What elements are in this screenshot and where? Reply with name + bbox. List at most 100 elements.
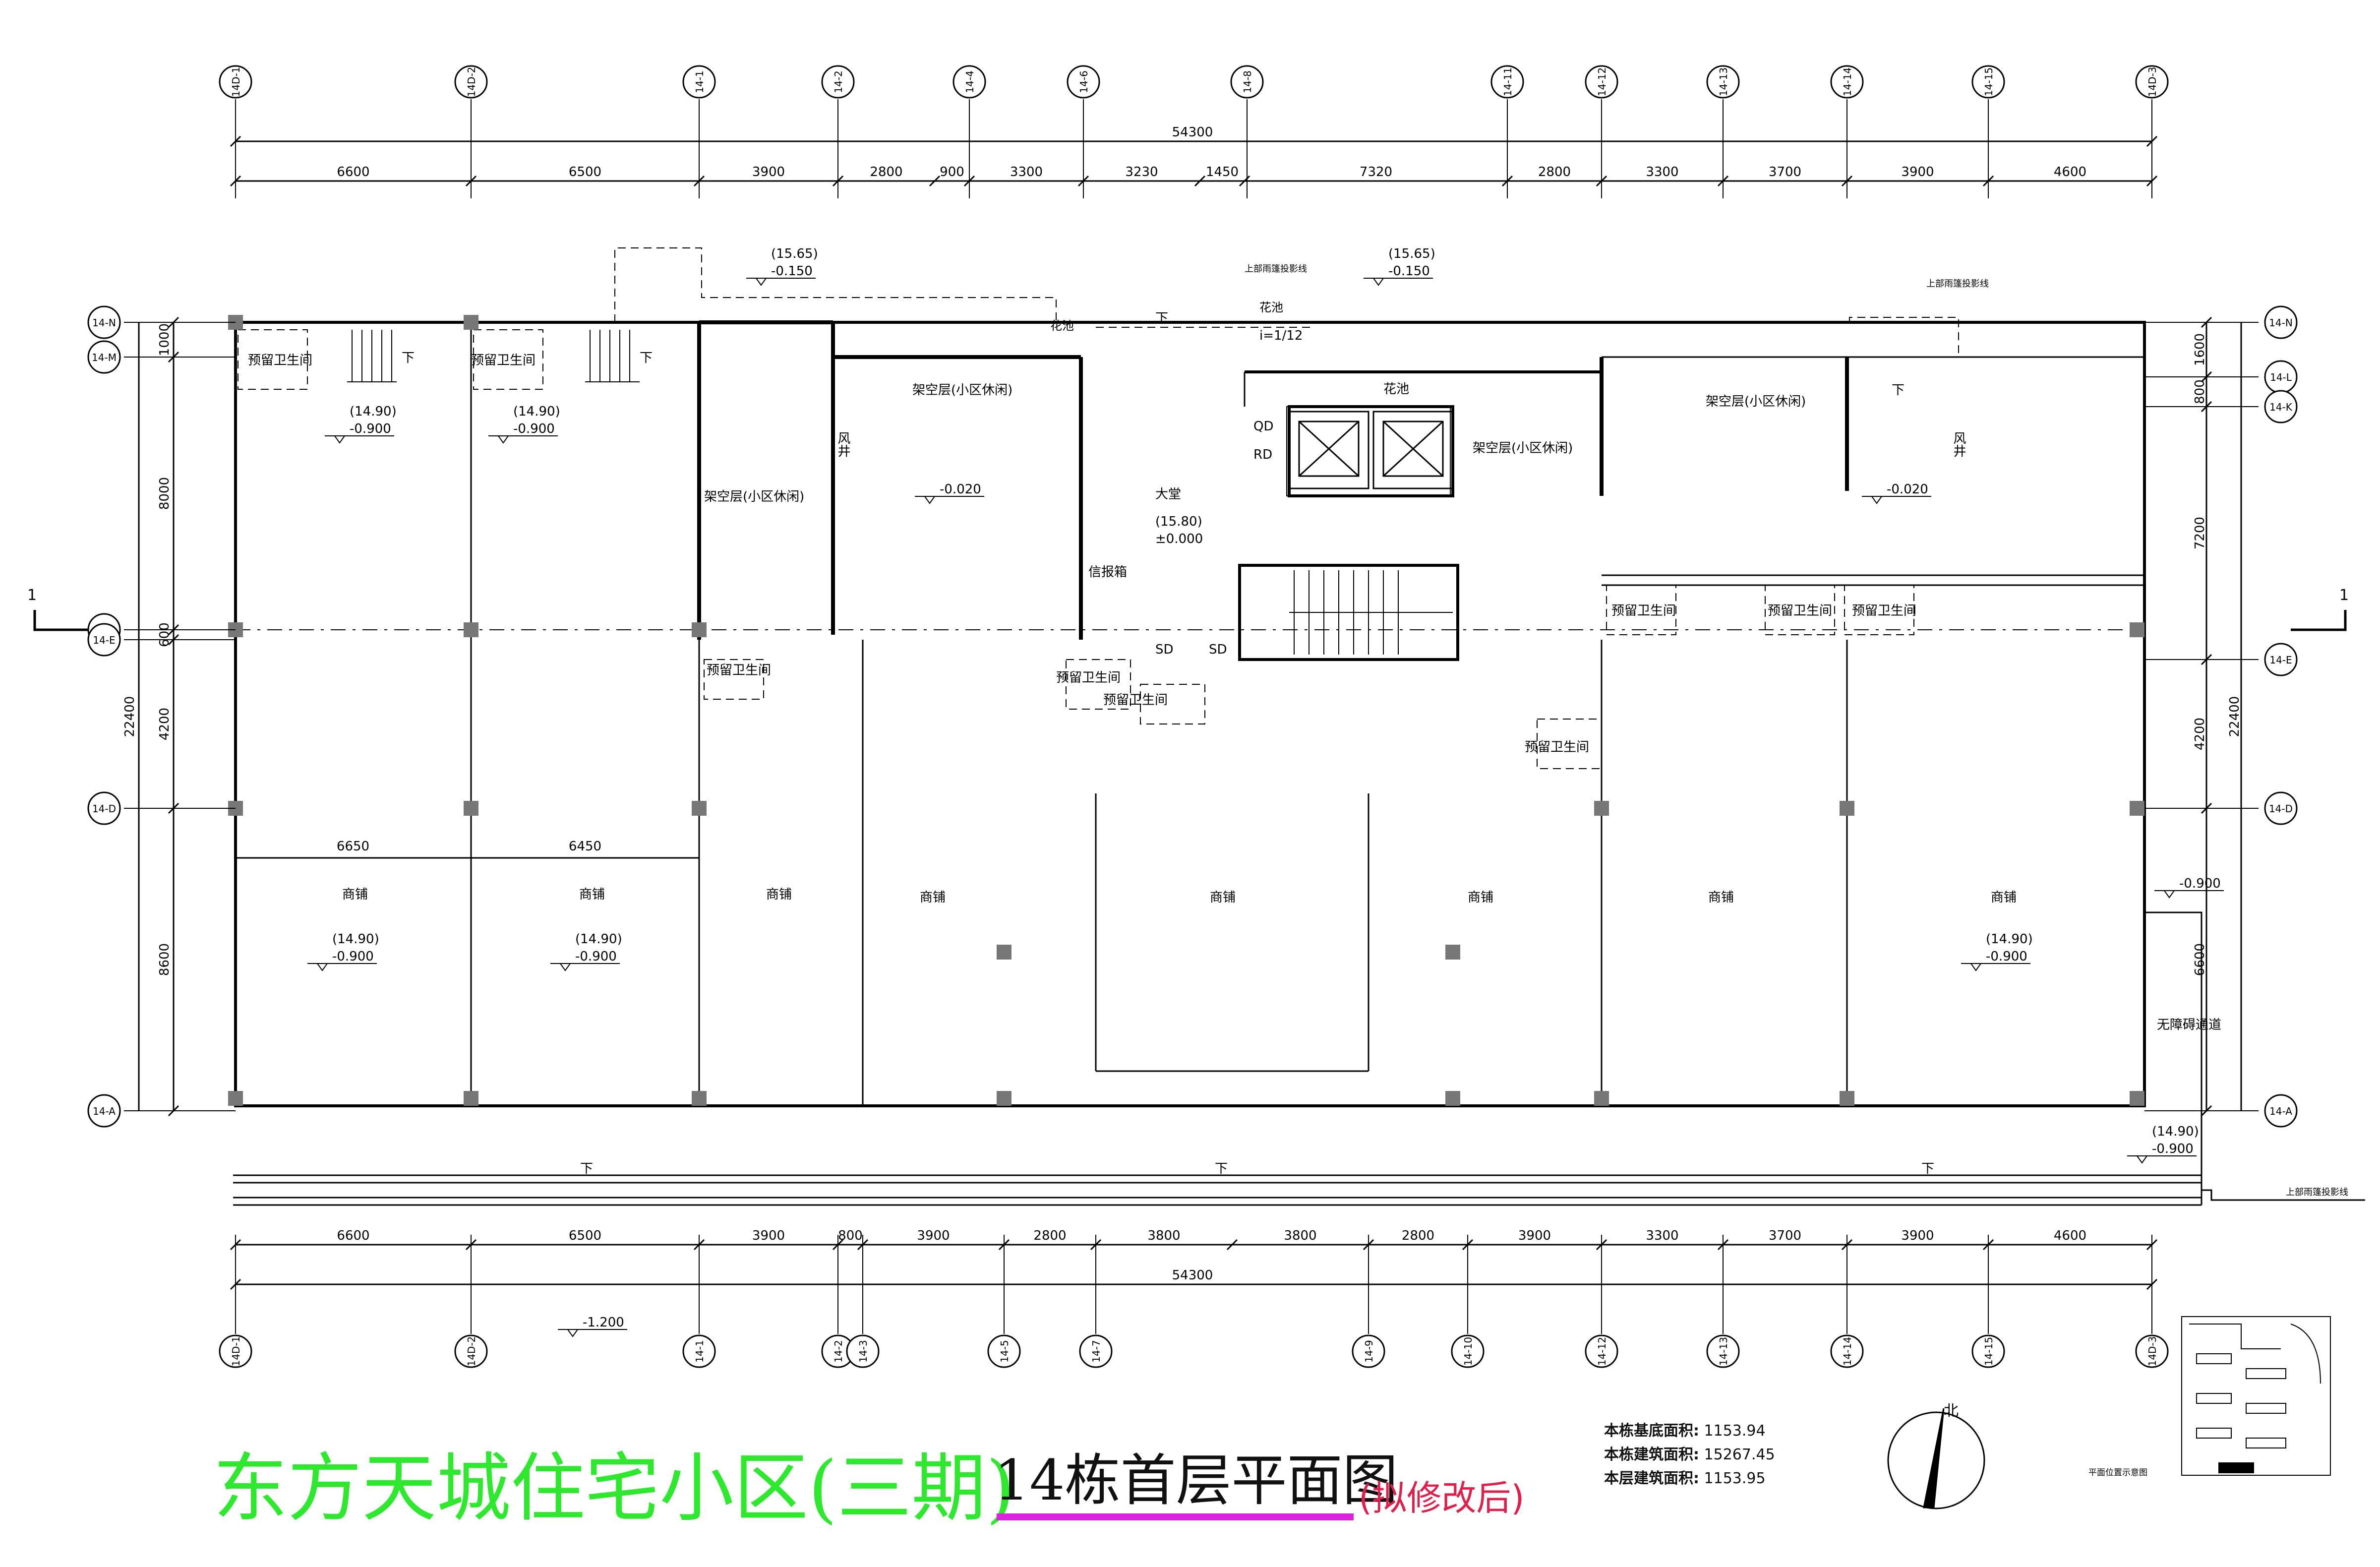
toilet-label-5: 预留卫生间 [1103, 693, 1168, 708]
level-3b: -0.900 [332, 949, 374, 964]
dim-bottom-2: 3900 [752, 1228, 785, 1243]
pilotis-label-4: 架空层(小区休闲) [1706, 394, 1806, 409]
canopy-label-1: 上部雨篷投影线 [1245, 264, 1307, 274]
level-4: (14.90) [575, 932, 622, 947]
dim-bottom-total: 54300 [1172, 1268, 1213, 1283]
mailbox-label: 信报箱 [1088, 565, 1127, 580]
axis-top-14D-3: 14D-3 [2135, 65, 2169, 99]
axis-left-14-A: 14-A [87, 1094, 121, 1128]
section-mark-left: 1 [27, 587, 37, 604]
svg-text:14-N: 14-N [2269, 317, 2293, 329]
dim-left-0: 1000 [157, 323, 172, 356]
dim-bottom-6: 3800 [1147, 1228, 1180, 1243]
svg-text:14-7: 14-7 [1090, 1340, 1102, 1362]
shop-label-7: 商铺 [1708, 890, 1734, 905]
column-10 [692, 1091, 707, 1106]
rd-label: RD [1253, 447, 1272, 462]
svg-text:14-M: 14-M [92, 352, 117, 363]
svg-text:14D-1: 14D-1 [230, 1336, 242, 1367]
svg-text:14-1: 14-1 [694, 1340, 706, 1362]
shop-label-3: 商铺 [766, 887, 792, 902]
level-11: (15.80) [1155, 514, 1202, 529]
down-label-4: 下 [1892, 383, 1904, 398]
dim-right-1: 800 [2193, 379, 2207, 404]
axis-bottom-14-1: 14-1 [682, 1334, 716, 1368]
toilet-label-1: 预留卫生间 [248, 353, 312, 368]
column-6 [464, 801, 478, 816]
svg-text:14D-2: 14D-2 [466, 67, 477, 97]
dim-left-4: 8600 [157, 943, 172, 976]
canopy-label-2: 上部雨篷投影线 [1926, 279, 1989, 289]
dim-right-4: 6600 [2193, 943, 2207, 976]
revision-note: (拟修改后) [1359, 1478, 1525, 1518]
level-7b: -0.150 [771, 264, 813, 279]
floor-area-label: 本层建筑面积: [1604, 1470, 1699, 1487]
dim-bottom-13: 4600 [2054, 1228, 2086, 1243]
level-2: (14.90) [513, 404, 560, 419]
project-title: 东方天城住宅小区(三期) [213, 1446, 1015, 1532]
axis-top-14-14: 14-14 [1830, 65, 1864, 99]
dim-left-total: 22400 [122, 696, 137, 737]
level-12: -0.900 [2179, 876, 2221, 891]
level-1b: -0.900 [350, 422, 391, 436]
slope-label: i=1/12 [1259, 328, 1303, 343]
shop-label-6: 商铺 [1468, 890, 1493, 905]
svg-text:14-4: 14-4 [964, 70, 976, 93]
svg-text:14-D: 14-D [92, 803, 116, 815]
axis-top-14-15: 14-15 [1971, 65, 2005, 99]
dim-bottom-5: 2800 [1033, 1228, 1066, 1243]
shop-label-8: 商铺 [1991, 890, 2017, 905]
column-15 [2130, 622, 2144, 637]
dim-top-5: 3300 [1010, 165, 1043, 180]
svg-text:14-15: 14-15 [1983, 67, 1995, 96]
axis-bottom-14-10: 14-10 [1451, 1334, 1485, 1368]
shaft-label-2: 风井 [1951, 431, 1966, 457]
axis-bottom-14-13: 14-13 [1706, 1334, 1740, 1368]
svg-text:14-14: 14-14 [1842, 67, 1853, 96]
axis-bottom-14-9: 14-9 [1352, 1334, 1385, 1368]
column-12 [1445, 945, 1460, 960]
pilotis-label-3: 架空层(小区休闲) [1473, 441, 1573, 456]
column-14 [1445, 1091, 1460, 1106]
dim-top-6: 3230 [1125, 165, 1158, 180]
svg-text:14D-3: 14D-3 [2146, 1336, 2158, 1367]
axis-left-14-D: 14-D [87, 791, 121, 825]
axis-top-14D-2: 14D-2 [454, 65, 488, 99]
axis-bottom-14D-1: 14D-1 [219, 1334, 252, 1368]
column-11 [997, 945, 1012, 960]
pilotis-label-2: 架空层(小区休闲) [912, 383, 1012, 398]
axis-bottom-14-14: 14-14 [1830, 1334, 1864, 1368]
sd-label-2: SD [1209, 642, 1227, 657]
axis-top-14-4: 14-4 [952, 65, 986, 99]
svg-text:14-E: 14-E [93, 634, 115, 646]
svg-text:14D-1: 14D-1 [230, 67, 242, 97]
level-7: (15.65) [771, 246, 818, 261]
column-21 [1840, 1091, 1854, 1106]
dim-bottom-1: 6500 [569, 1228, 601, 1243]
level-6b: -0.900 [2152, 1142, 2194, 1156]
column-3 [464, 622, 478, 637]
level-1: (14.90) [350, 404, 397, 419]
axis-bottom-14-12: 14-12 [1585, 1334, 1618, 1368]
dim-top-1: 6500 [569, 165, 601, 180]
dim-mid-0: 6650 [337, 839, 369, 854]
axis-bottom-14D-2: 14D-2 [454, 1334, 488, 1368]
section-mark-right: 1 [2339, 587, 2349, 604]
shop-label-1: 商铺 [342, 887, 368, 902]
level-10: -0.020 [1887, 482, 1928, 497]
title-underline [997, 1513, 1354, 1520]
dim-left-3: 4200 [157, 708, 172, 740]
column-16 [2130, 801, 2144, 816]
down-label-1: 下 [402, 351, 415, 365]
svg-text:14-2: 14-2 [833, 70, 844, 93]
column-17 [2130, 1091, 2144, 1106]
svg-text:14-A: 14-A [2269, 1105, 2292, 1117]
level-8: (15.65) [1388, 246, 1435, 261]
toilet-label-7: 预留卫生间 [1611, 603, 1676, 618]
shaft-label-1: 风井 [835, 431, 850, 457]
dim-top-total: 54300 [1172, 125, 1213, 140]
down-label-5: 下 [580, 1161, 593, 1176]
axis-top-14-11: 14-11 [1490, 65, 1524, 99]
svg-text:14-12: 14-12 [1596, 1337, 1608, 1366]
